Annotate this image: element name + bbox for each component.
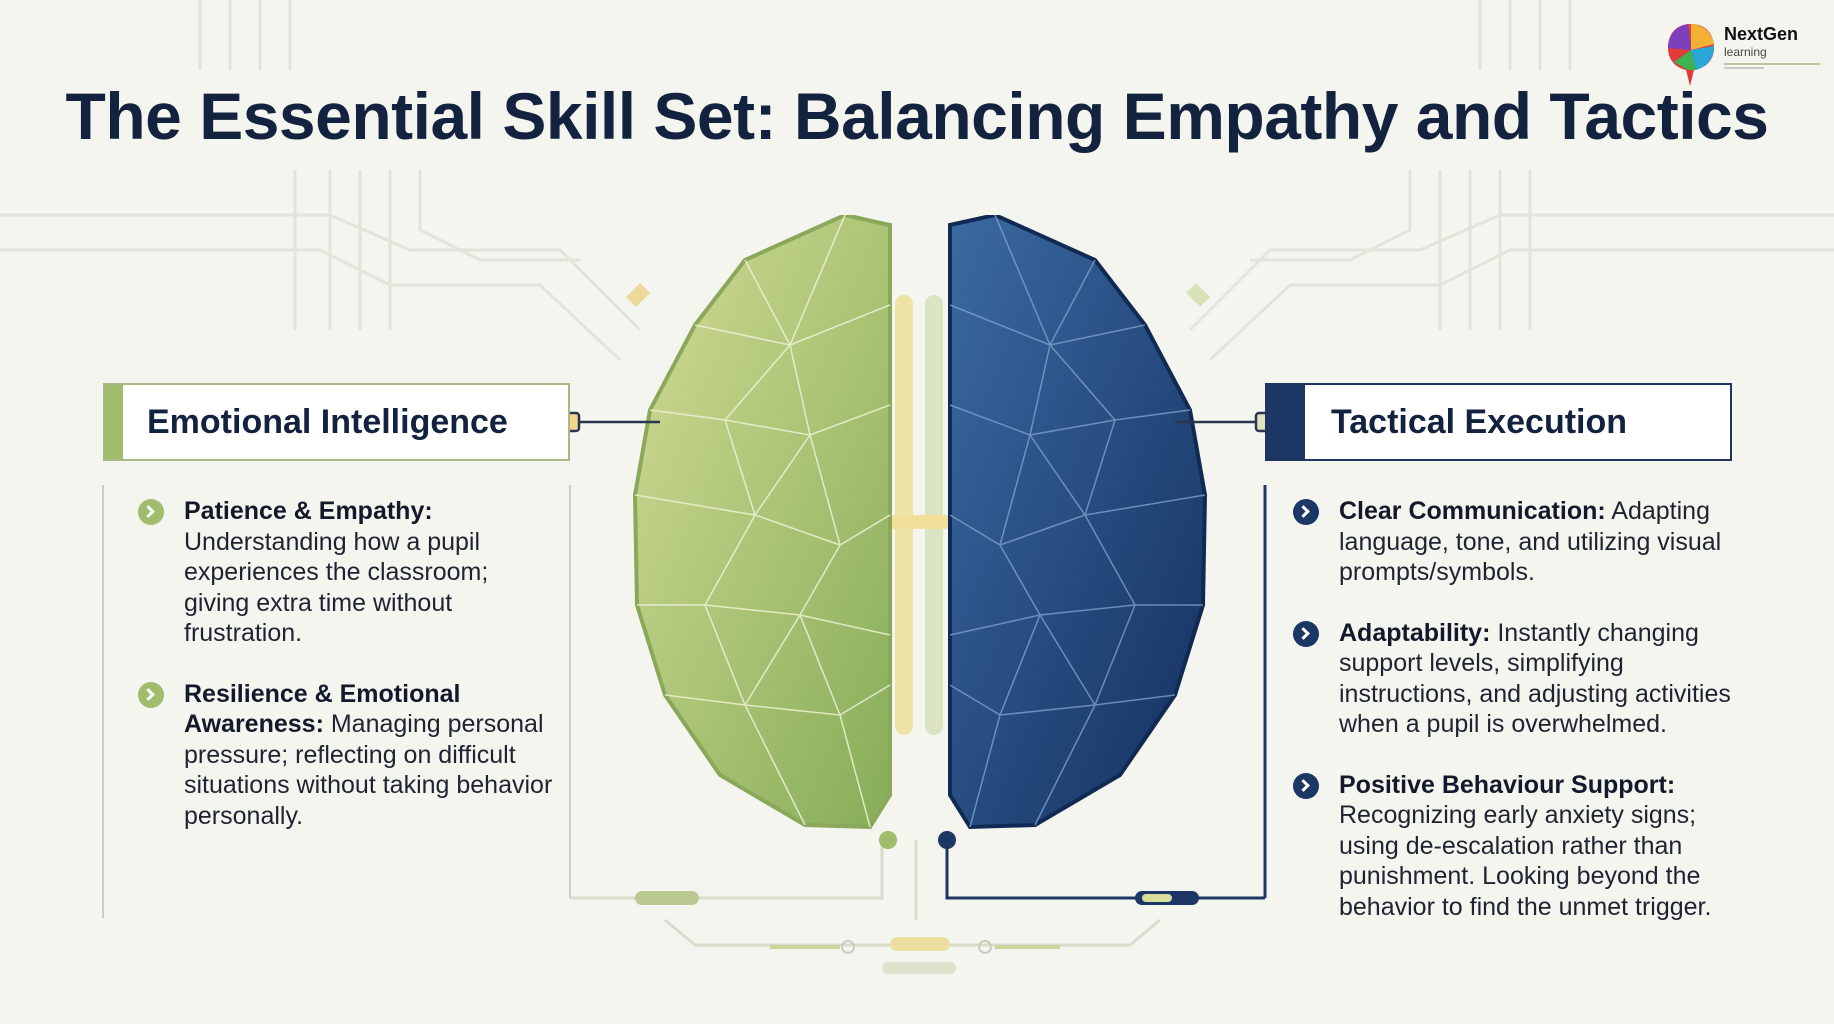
page-title: The Essential Skill Set: Balancing Empat… bbox=[65, 79, 1769, 153]
logo-tagline-line bbox=[1724, 67, 1764, 69]
item-term: Clear Communication: bbox=[1339, 497, 1606, 525]
brain-illustration bbox=[632, 215, 1208, 830]
logo-rule bbox=[1724, 63, 1820, 65]
list-item: Positive Behaviour Support:Recognizing e… bbox=[1293, 770, 1753, 923]
item-term: Positive Behaviour Support: bbox=[1339, 770, 1676, 799]
emotional-intelligence-list: Patience & Empathy:Understanding how a p… bbox=[138, 496, 558, 861]
item-description: Managing personal pressure; reflecting o… bbox=[184, 710, 553, 830]
chevron-right-icon bbox=[138, 681, 164, 708]
panel-accent-bar bbox=[1267, 385, 1305, 459]
right-hemisphere bbox=[948, 215, 1208, 830]
logo-subtitle: learning bbox=[1724, 45, 1767, 59]
list-item: Clear Communication: Adapting language, … bbox=[1293, 496, 1753, 588]
panel-heading: Tactical Execution bbox=[1331, 402, 1628, 441]
tactical-execution-header: Tactical Execution bbox=[1265, 383, 1732, 461]
emotional-intelligence-header: Emotional Intelligence bbox=[103, 383, 570, 461]
item-description: Understanding how a pupil experiences th… bbox=[184, 527, 489, 648]
right-connector bbox=[1175, 411, 1275, 433]
logo-name: NextGen bbox=[1724, 24, 1799, 44]
list-item: Adaptability: Instantly changing support… bbox=[1293, 618, 1753, 740]
chevron-right-icon bbox=[1293, 620, 1319, 647]
item-term: Adaptability: bbox=[1339, 618, 1491, 647]
item-description: Recognizing early anxiety signs; using d… bbox=[1339, 801, 1712, 921]
panel-heading: Emotional Intelligence bbox=[147, 402, 508, 441]
item-description: Instantly changing support levels, simpl… bbox=[1339, 618, 1731, 739]
chevron-right-icon bbox=[1293, 772, 1319, 799]
list-item: Patience & Empathy:Understanding how a p… bbox=[138, 496, 558, 649]
item-term: Resilience & Emotional Awareness: bbox=[184, 679, 461, 739]
tactical-execution-list: Clear Communication: Adapting language, … bbox=[1293, 496, 1753, 952]
chevron-right-icon bbox=[138, 499, 164, 525]
item-term: Patience & Empathy: bbox=[184, 497, 433, 525]
left-hemisphere bbox=[632, 215, 892, 830]
brain-logo-icon bbox=[1668, 24, 1714, 86]
logo: NextGen learning bbox=[1664, 20, 1824, 90]
left-connector bbox=[560, 411, 660, 433]
chevron-right-icon bbox=[1293, 499, 1319, 525]
list-item: Resilience & Emotional Awareness: Managi… bbox=[138, 679, 558, 832]
item-description: Adapting language, tone, and utilizing v… bbox=[1339, 497, 1722, 586]
panel-accent-bar bbox=[105, 385, 123, 459]
